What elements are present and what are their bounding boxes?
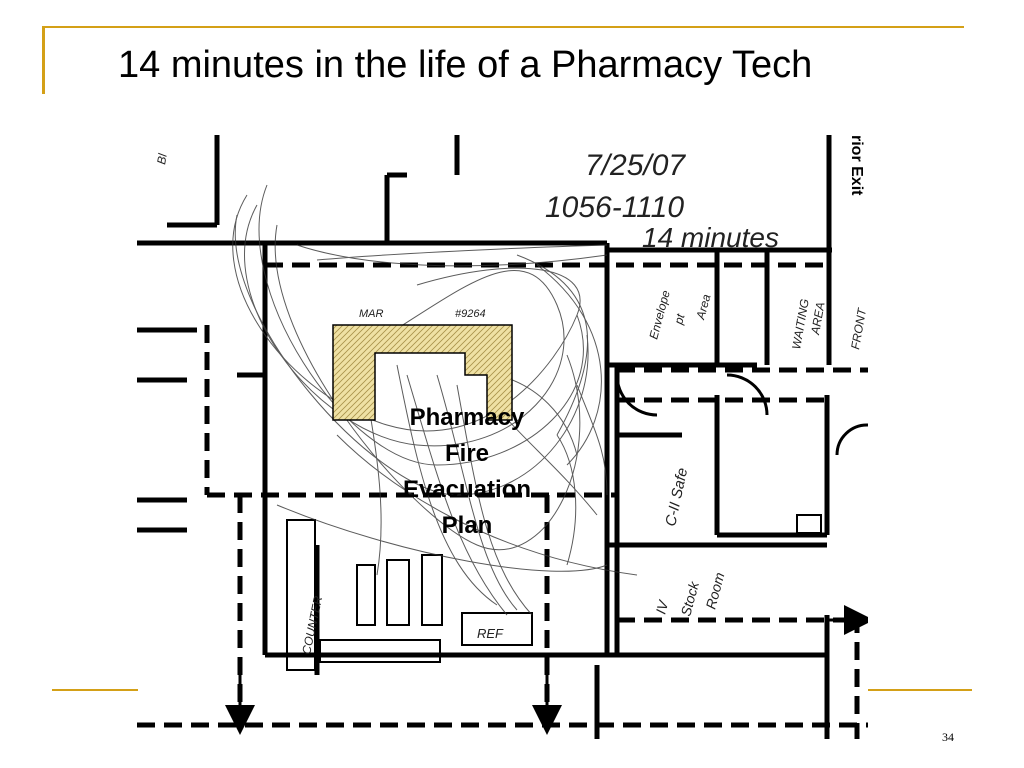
bottom-rule-left xyxy=(52,689,138,691)
exit-arrows xyxy=(225,605,868,735)
room-label-note: Room xyxy=(702,570,727,611)
dashed-walls xyxy=(137,262,868,739)
stock-label-note: Stock xyxy=(677,579,702,618)
date-note: 7/25/07 xyxy=(585,149,686,182)
duration-note: 14 minutes xyxy=(642,222,779,253)
counter-note: COUNTER xyxy=(299,594,325,655)
front-label-note: FRONT xyxy=(848,306,868,351)
cii-safe-note: C-II Safe xyxy=(662,466,691,527)
pt-label-note: pt xyxy=(671,312,688,327)
iv-label-note: IV xyxy=(652,597,671,616)
counters xyxy=(286,514,822,671)
floor-plan-image: 7/25/07 1056-1110 14 minutes MAR #9264 R… xyxy=(137,135,868,739)
exit-label: rior Exit xyxy=(848,135,865,196)
slide-title: 14 minutes in the life of a Pharmacy Tec… xyxy=(118,44,813,86)
corner-note: Bl xyxy=(154,152,170,165)
mar-note: MAR xyxy=(359,308,384,320)
waiting-area-label-note: AREA xyxy=(808,301,828,337)
bottom-rule-right xyxy=(868,689,972,691)
fridge-number-note: #9264 xyxy=(455,308,486,320)
doors xyxy=(615,373,868,456)
waiting-label-note: WAITING xyxy=(789,298,812,351)
overlay-line-2: Fire xyxy=(445,440,489,467)
envelope-label-note: Envelope xyxy=(646,289,673,341)
time-range-note: 1056-1110 xyxy=(545,191,684,224)
movement-paths xyxy=(232,184,638,616)
area-label-note: Area xyxy=(693,292,713,321)
title-accent-bar xyxy=(42,26,45,94)
overlay-line-4: Plan xyxy=(442,512,493,539)
hazard-block xyxy=(332,324,513,421)
overlay-line-3: Evacuation xyxy=(403,476,531,503)
top-rule xyxy=(44,26,964,28)
overlay-title: Pharmacy Fire Evacuation Plan xyxy=(403,404,531,539)
page-number: 34 xyxy=(942,730,954,744)
overlay-line-1: Pharmacy xyxy=(410,404,525,431)
ref-note: REF xyxy=(477,626,504,641)
walls xyxy=(137,135,832,739)
